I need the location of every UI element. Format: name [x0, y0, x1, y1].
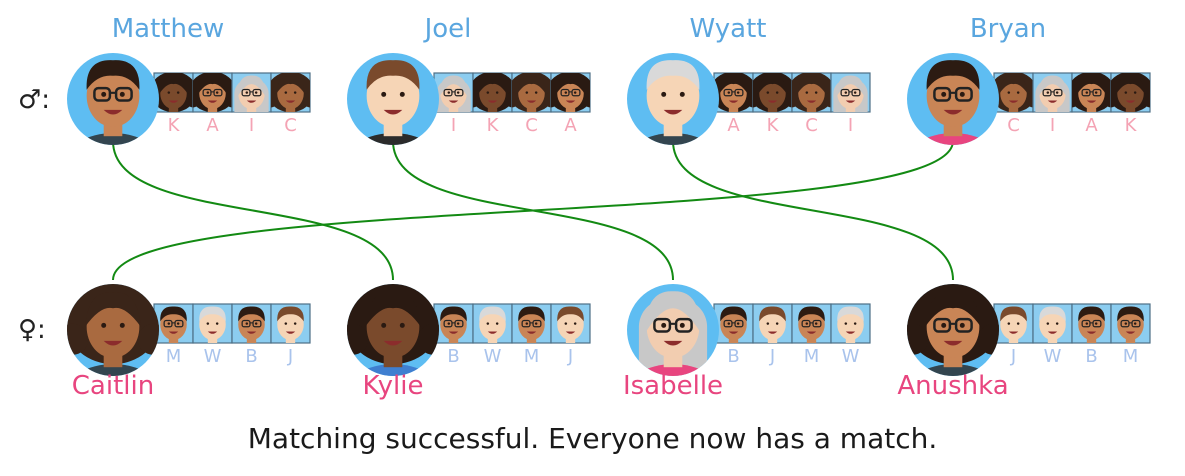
match-line — [112, 140, 394, 281]
match-lines — [112, 140, 954, 281]
preference-letter: M — [1123, 346, 1139, 367]
preference-letter: J — [769, 346, 775, 367]
preference-letter: M — [524, 346, 540, 367]
preference-letter: B — [245, 346, 257, 367]
preference-letter: M — [166, 346, 182, 367]
preference-letter: W — [484, 346, 502, 367]
man-name: Joel — [423, 14, 472, 44]
preference-thumbnail — [713, 72, 754, 113]
preference-letter: J — [1010, 346, 1016, 367]
woman-anushka: J W B M Anushka — [897, 284, 1151, 401]
preference-letter: B — [1085, 346, 1097, 367]
preference-letter: K — [487, 115, 500, 136]
avatar — [907, 284, 999, 376]
preference-letter: W — [204, 346, 222, 367]
preference-thumbnail — [1071, 72, 1112, 113]
preference-thumbnail — [153, 72, 194, 113]
preference-letter: C — [805, 115, 818, 136]
avatar — [627, 284, 719, 376]
preference-thumbnail — [231, 72, 272, 113]
woman-kylie: B W M J Kylie — [347, 284, 591, 401]
preference-thumbnail — [192, 303, 233, 344]
match-line — [672, 140, 954, 281]
preference-letter: K — [168, 115, 181, 136]
woman-caitlin: M W B J Caitlin — [67, 284, 311, 401]
preference-thumbnail — [550, 72, 591, 113]
preference-thumbnail — [791, 72, 832, 113]
preference-thumbnail — [830, 303, 871, 344]
preference-thumbnail — [1071, 303, 1112, 344]
preference-thumbnail — [1110, 72, 1151, 113]
preference-letter: C — [284, 115, 297, 136]
avatar — [347, 53, 439, 145]
man-name: Bryan — [970, 14, 1046, 44]
women-row-label: ♀: — [18, 315, 46, 345]
preference-letter: M — [804, 346, 820, 367]
preference-letter: I — [249, 115, 254, 136]
avatar — [627, 53, 719, 145]
man-bryan: C I A K Bryan — [907, 14, 1151, 145]
preference-letter: A — [564, 115, 577, 136]
preference-thumbnail — [433, 303, 474, 344]
preference-thumbnail — [472, 72, 513, 113]
status-message: Matching successful. Everyone now has a … — [247, 422, 938, 455]
preference-letter: W — [1044, 346, 1062, 367]
preference-letter: K — [767, 115, 780, 136]
preference-thumbnail — [791, 303, 832, 344]
preference-letter: A — [206, 115, 219, 136]
man-matthew: K A I C Matthew — [67, 14, 311, 145]
preference-letter: B — [447, 346, 459, 367]
man-wyatt: A K C I Wyatt — [627, 14, 871, 145]
preference-letter: J — [287, 346, 293, 367]
woman-name: Isabelle — [623, 371, 723, 401]
man-name: Wyatt — [690, 14, 767, 44]
match-line — [112, 140, 954, 281]
woman-name: Anushka — [897, 371, 1008, 401]
preference-thumbnail — [270, 303, 311, 344]
preference-thumbnail — [550, 303, 591, 344]
preference-letter: A — [1085, 115, 1098, 136]
preference-thumbnail — [713, 303, 754, 344]
preference-thumbnail — [192, 72, 233, 113]
preference-thumbnail — [472, 303, 513, 344]
preference-thumbnail — [270, 72, 311, 113]
man-name: Matthew — [112, 14, 225, 44]
preference-thumbnail — [1032, 303, 1073, 344]
preference-letter: W — [842, 346, 860, 367]
woman-isabelle: B J M W Isabelle — [623, 284, 871, 401]
preference-thumbnail — [153, 303, 194, 344]
preference-letter: A — [727, 115, 740, 136]
preference-thumbnail — [830, 72, 871, 113]
preference-thumbnail — [752, 72, 793, 113]
preference-thumbnail — [433, 72, 474, 113]
preference-thumbnail — [993, 303, 1034, 344]
preference-thumbnail — [1110, 303, 1151, 344]
man-joel: I K C A Joel — [347, 14, 591, 145]
avatar — [67, 53, 159, 145]
preference-letter: K — [1125, 115, 1138, 136]
avatar — [347, 284, 439, 376]
preference-letter: I — [451, 115, 456, 136]
avatar — [907, 53, 999, 145]
preference-thumbnail — [752, 303, 793, 344]
woman-name: Kylie — [363, 371, 424, 401]
preference-letter: B — [727, 346, 739, 367]
woman-name: Caitlin — [72, 371, 154, 401]
men-row-label: ♂: — [18, 85, 50, 115]
avatar — [67, 284, 159, 376]
preference-letter: J — [567, 346, 573, 367]
preference-letter: C — [1007, 115, 1020, 136]
preference-letter: I — [1050, 115, 1055, 136]
preference-letter: I — [848, 115, 853, 136]
preference-thumbnail — [231, 303, 272, 344]
preference-letter: C — [525, 115, 538, 136]
